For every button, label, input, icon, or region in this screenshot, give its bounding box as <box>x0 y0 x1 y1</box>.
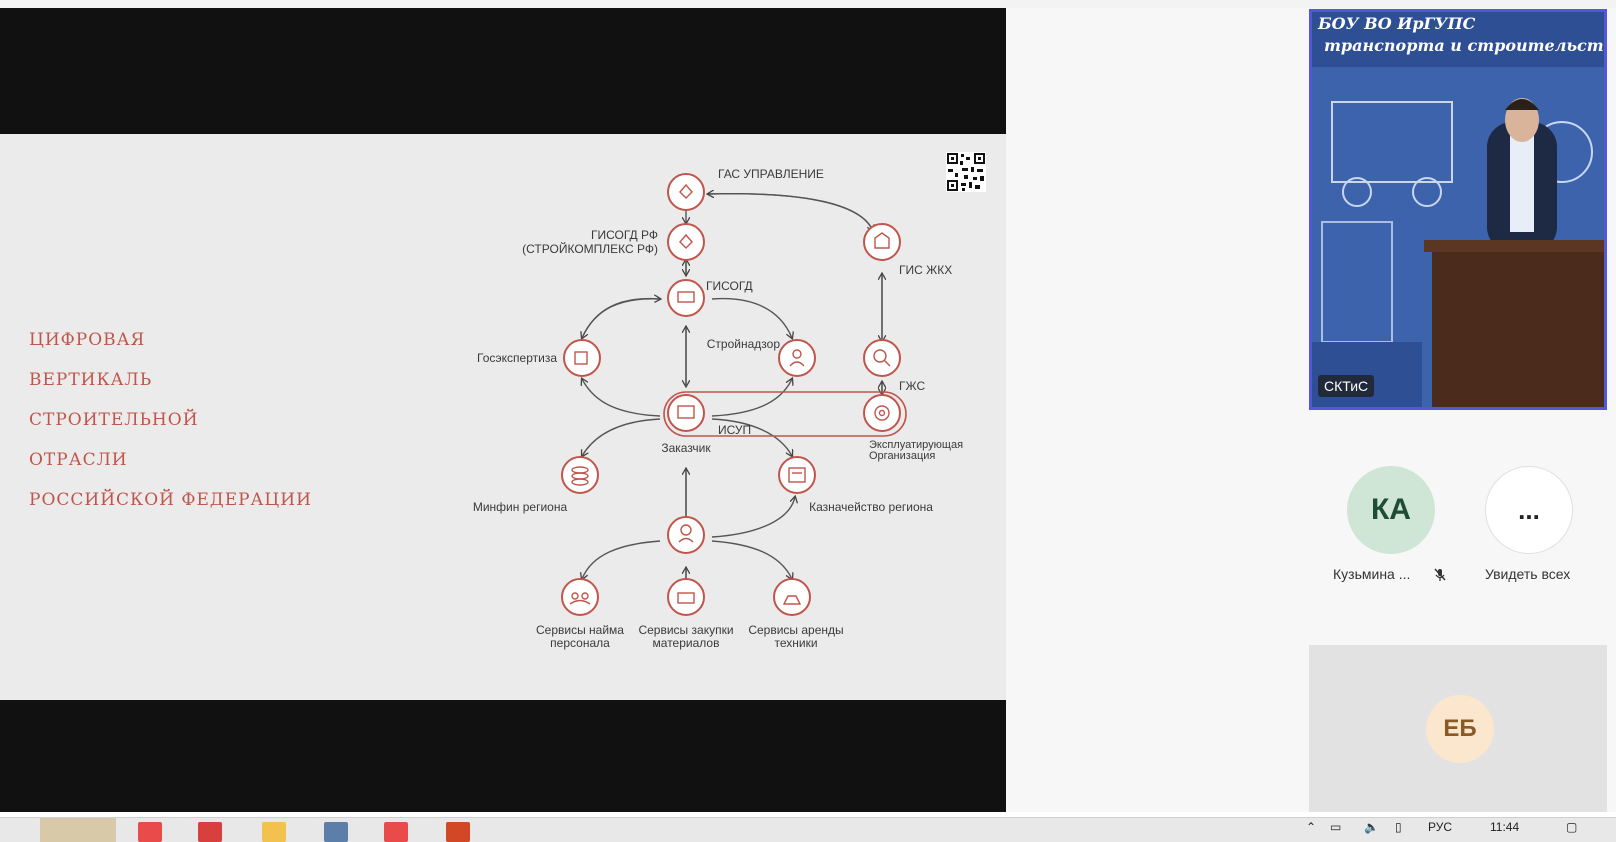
window-top-strip <box>0 0 1616 8</box>
qr-code-icon <box>946 152 986 192</box>
minfin-node-icon <box>561 456 599 494</box>
yandex-browser-2-icon[interactable] <box>384 822 408 842</box>
label-ekspl-1: Эксплуатирующая <box>869 439 963 451</box>
label-zakupki-2: материалов <box>653 636 720 650</box>
video-banner-line-2: транспорта и строительств <box>1324 36 1607 55</box>
tray-battery-icon[interactable]: ▯ <box>1395 820 1402 834</box>
tray-volume-icon[interactable]: 🔈 <box>1364 820 1379 834</box>
label-ekspl-2: Организация <box>869 450 935 462</box>
see-all-button[interactable]: ... <box>1485 466 1573 554</box>
gisogd-node-icon <box>667 279 705 317</box>
participant-avatar-eb: ЕБ <box>1426 695 1494 763</box>
label-gis-zhkh: ГИС ЖКХ <box>899 263 952 277</box>
yandex-icon[interactable] <box>198 822 222 842</box>
label-isup: ИСУП <box>718 423 751 437</box>
speaker-video-tile[interactable]: БОУ ВО ИрГУПС транспорта и строительств … <box>1309 9 1607 410</box>
naim-node-icon <box>561 578 599 616</box>
tray-chevron-icon[interactable]: ⌃ <box>1306 820 1317 834</box>
calculator-icon[interactable] <box>324 822 348 842</box>
taskbar-thumbnail-building[interactable] <box>40 818 116 842</box>
gis-zhkh-node-icon <box>863 223 901 261</box>
isup-highlight-frame <box>663 391 907 437</box>
kazna-node-icon <box>778 456 816 494</box>
windows-taskbar: ⌃ ▭ 🔈 ▯ РУС 11:44 ▢ <box>0 817 1616 842</box>
digital-vertical-diagram: ГАС УПРАВЛЕНИЕ ГИСОГД РФ (СТРОЙКОМПЛЕКС … <box>473 167 963 650</box>
label-gosexpert: Госэкспертиза <box>477 351 557 365</box>
yandex-browser-icon[interactable] <box>138 822 162 842</box>
gosexpert-node-icon <box>563 339 601 377</box>
tray-network-icon[interactable]: ▭ <box>1330 820 1342 834</box>
label-arenda-1: Сервисы аренды <box>748 623 843 637</box>
speaker-video-image <box>1312 12 1604 407</box>
label-naim-1: Сервисы найма <box>536 623 624 637</box>
slide-title-line-5: РОССИЙСКОЙ ФЕДЕРАЦИИ <box>29 490 312 510</box>
speaker-name-label: СКТиС <box>1318 375 1375 397</box>
participant-avatar-ka[interactable]: КА <box>1347 466 1435 554</box>
gisogd-rf-node-icon <box>667 223 705 261</box>
label-gisogd-rf-2: (СТРОЙКОМПЛЕКС РФ) <box>522 241 658 256</box>
powerpoint-icon[interactable] <box>446 822 470 842</box>
label-stroinadzor: Стройнадзор <box>707 337 781 351</box>
presentation-slide: ЦИФРОВАЯ ВЕРТИКАЛЬ СТРОИТЕЛЬНОЙ ОТРАСЛИ … <box>0 134 1006 700</box>
mic-muted-icon <box>1434 568 1446 581</box>
label-gisogd: ГИСОГД <box>706 279 753 293</box>
ekspl-node-icon <box>863 394 901 432</box>
see-all-label: Увидеть всех <box>1485 566 1571 582</box>
screen-share-area: ЦИФРОВАЯ ВЕРТИКАЛЬ СТРОИТЕЛЬНОЙ ОТРАСЛИ … <box>0 8 1006 812</box>
slide-title-line-4: ОТРАСЛИ <box>29 450 128 470</box>
label-zakupki-1: Сервисы закупки <box>638 623 733 637</box>
label-naim-2: персонала <box>550 636 610 650</box>
video-banner-line-1: БОУ ВО ИрГУПС <box>1318 14 1476 33</box>
file-explorer-icon[interactable] <box>262 822 286 842</box>
tray-language[interactable]: РУС <box>1428 820 1453 834</box>
label-kazna: Казначейство региона <box>809 500 933 514</box>
slide-title-line-2: ВЕРТИКАЛЬ <box>29 370 153 390</box>
slide-title-line-1: ЦИФРОВАЯ <box>29 330 146 350</box>
label-arenda-2: техники <box>774 636 817 650</box>
label-zakazchik: Заказчик <box>661 441 711 455</box>
zakupki-node-icon <box>667 578 705 616</box>
slide-title-line-3: СТРОИТЕЛЬНОЙ <box>29 410 199 430</box>
label-gisogd-rf-1: ГИСОГД РФ <box>591 228 658 242</box>
label-gas: ГАС УПРАВЛЕНИЕ <box>718 167 824 181</box>
arenda-node-icon <box>773 578 811 616</box>
gas-node-icon <box>667 173 705 211</box>
zakazchik-node-icon <box>667 394 705 432</box>
label-minfin: Минфин региона <box>473 500 568 514</box>
notifications-icon[interactable]: ▢ <box>1566 820 1578 834</box>
tray-clock[interactable]: 11:44 <box>1490 820 1520 834</box>
label-gzhs: ГЖС <box>899 379 925 393</box>
gzhs-node-icon <box>863 339 901 377</box>
participant-name-ka: Кузьмина ... <box>1333 566 1411 582</box>
